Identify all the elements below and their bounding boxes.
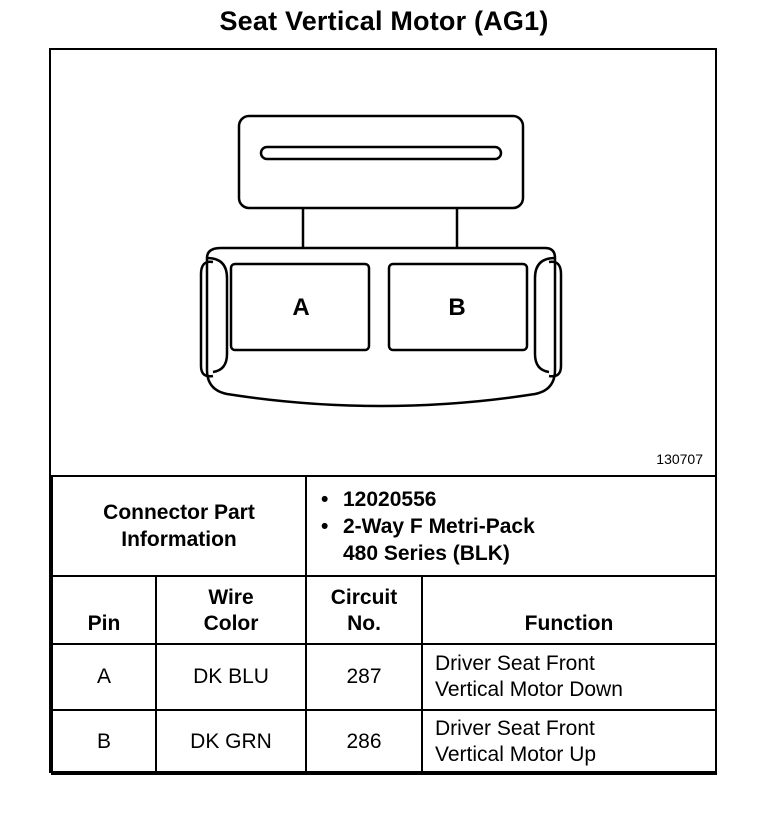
latch-slot: [259, 145, 503, 161]
diagram-title: Seat Vertical Motor (AG1): [219, 6, 549, 36]
part-info-label: Connector Part Information: [51, 475, 307, 577]
part-info-row: Connector Part Information •12020556 •2-…: [51, 475, 717, 577]
part-series: 480 Series (BLK): [343, 541, 510, 565]
right-ear: [548, 260, 563, 378]
pin-label-a: A: [292, 294, 309, 321]
part-info-label-line2: Information: [121, 528, 237, 551]
pin-label-b: B: [448, 294, 465, 321]
connector-frame: A B 130707 Connector Part Information •1…: [49, 48, 717, 775]
left-ear: [199, 260, 214, 378]
connector-illustration: A B: [199, 114, 563, 408]
part-info-label-line1: Connector Part: [103, 501, 255, 524]
col-header-pin: Pin: [51, 575, 157, 645]
figure-number: 130707: [656, 451, 703, 467]
connector-drawing: A B: [51, 50, 715, 475]
col-header-function: Function: [421, 575, 717, 645]
part-info-list: •12020556 •2-Way F Metri-Pack 480 Series…: [305, 475, 717, 577]
cavity-b: [387, 262, 529, 352]
connector-latch: [237, 114, 525, 210]
pin-cell: A: [51, 643, 157, 711]
wire-color-cell: DK GRN: [155, 709, 307, 775]
circuit-cell: 287: [305, 643, 423, 711]
part-number: •12020556: [321, 487, 437, 511]
circuit-cell: 286: [305, 709, 423, 775]
wire-color-cell: DK BLU: [155, 643, 307, 711]
pin-cell: B: [51, 709, 157, 775]
pinout-table: Connector Part Information •12020556 •2-…: [51, 475, 717, 775]
connector-body: [205, 246, 557, 408]
part-type: •2-Way F Metri-Pack: [321, 514, 535, 538]
cavity-a: [229, 262, 371, 352]
